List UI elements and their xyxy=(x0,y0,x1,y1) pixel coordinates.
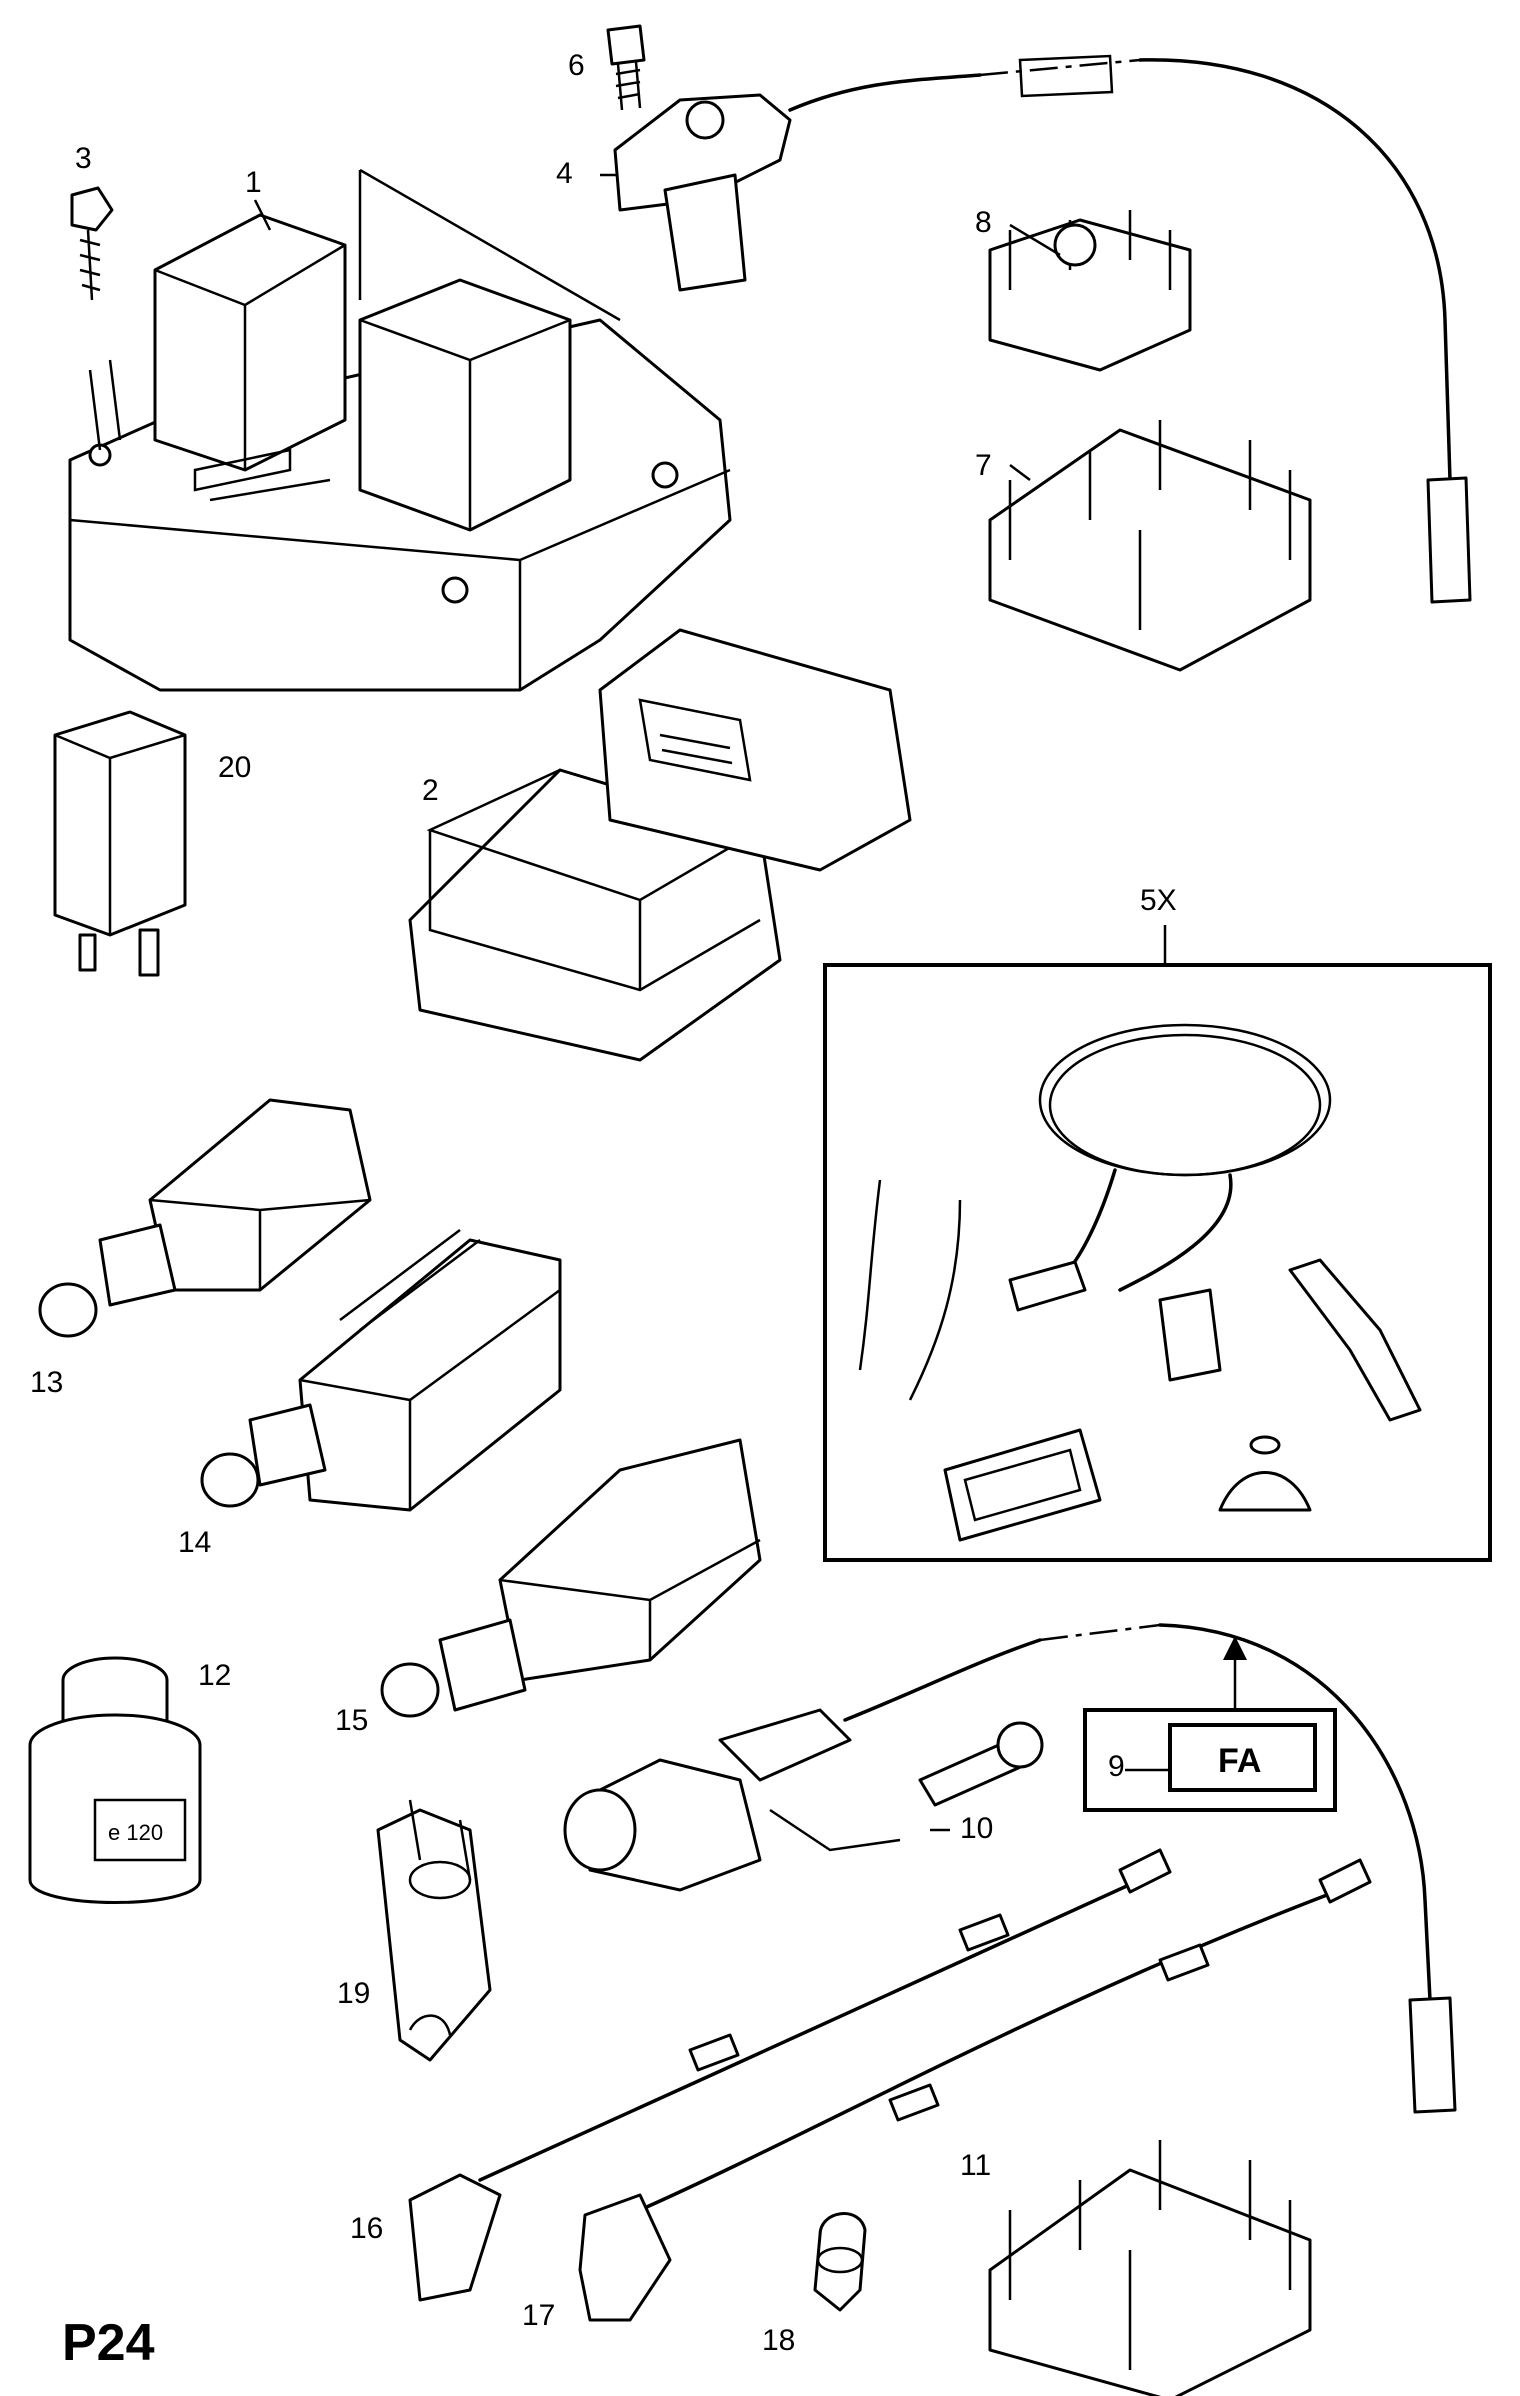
bolt-6 xyxy=(606,24,646,111)
callout-7: 7 xyxy=(975,449,992,482)
sensor-cable-16 xyxy=(408,1848,1172,2302)
callout-9: 9 xyxy=(1108,1750,1125,1783)
clamp-18 xyxy=(813,2212,867,2312)
jar-12: e 120 xyxy=(28,1656,202,1904)
callout-11: 11 xyxy=(960,2149,991,2182)
callout-2: 2 xyxy=(422,774,439,807)
callout-labels: 1 2 3 4 5X 6 7 8 9 10 11 12 13 14 15 16 … xyxy=(30,49,1177,2357)
callout-4: 4 xyxy=(556,157,573,190)
reference-box-9: FA xyxy=(1083,1636,1337,1812)
relay-base-module xyxy=(68,213,732,692)
callout-6: 6 xyxy=(568,49,585,82)
sensor-cable-17 xyxy=(578,1858,1372,2322)
callout-18: 18 xyxy=(762,2324,795,2357)
callout-10: 10 xyxy=(960,1812,993,1845)
callout-15: 15 xyxy=(335,1704,368,1737)
callout-17: 17 xyxy=(522,2299,555,2332)
jar-label: e 120 xyxy=(108,1820,163,1845)
kit-box-5x xyxy=(823,925,1492,1562)
control-unit-2 xyxy=(408,628,912,1062)
reference-code: FA xyxy=(1218,1742,1261,1780)
switch-13 xyxy=(38,1098,372,1338)
sensor-4 xyxy=(613,54,1472,604)
sensor-10 xyxy=(563,1623,1457,2114)
callout-12: 12 xyxy=(198,1659,231,1692)
leader-lines xyxy=(253,168,1170,1832)
callout-19: 19 xyxy=(337,1977,370,2010)
callout-20: 20 xyxy=(218,751,251,784)
bracket-7 xyxy=(988,420,1312,672)
relay-20 xyxy=(53,710,187,977)
callout-14: 14 xyxy=(178,1526,211,1559)
bracket-8 xyxy=(988,210,1192,372)
bracket-11 xyxy=(988,2140,1312,2396)
callout-1: 1 xyxy=(245,166,262,199)
switch-15 xyxy=(380,1438,762,1718)
callout-16: 16 xyxy=(350,2212,383,2245)
callout-13: 13 xyxy=(30,1366,63,1399)
page-code: P24 xyxy=(62,2314,155,2372)
callout-3: 3 xyxy=(75,142,92,175)
callout-8: 8 xyxy=(975,206,992,239)
switch-14 xyxy=(200,1229,562,1512)
callout-5x: 5X xyxy=(1140,884,1177,917)
screw-3 xyxy=(70,186,114,301)
clip-19 xyxy=(376,1799,492,2062)
